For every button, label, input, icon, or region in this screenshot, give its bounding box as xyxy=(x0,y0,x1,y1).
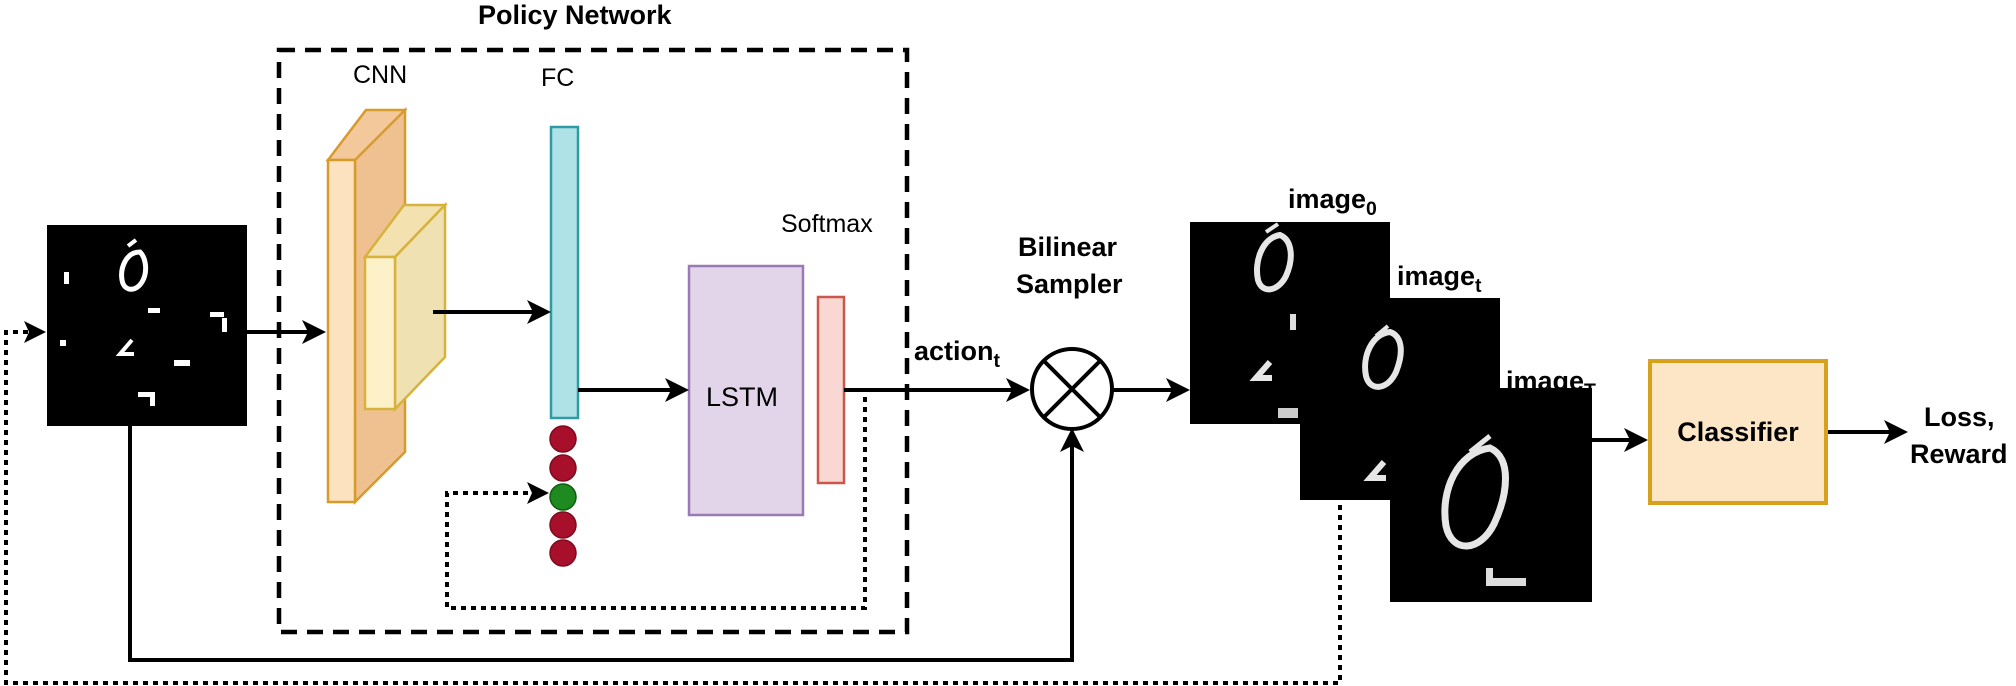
bilinear-sampler-label-line1: Bilinear xyxy=(1018,232,1118,262)
policy-network-boundary xyxy=(276,47,910,635)
cnn-label: CNN xyxy=(353,61,408,89)
dotted-feedback xyxy=(4,330,1342,685)
fc-layer xyxy=(549,125,580,420)
lstm-label: LSTM xyxy=(706,382,779,412)
image-0-label: image0 xyxy=(1288,184,1377,220)
fc-label: FC xyxy=(541,64,575,92)
bilinear-sampler-label-line2: Sampler xyxy=(1016,269,1123,299)
softmax-label: Softmax xyxy=(781,210,873,238)
classifier-label: Classifier xyxy=(1677,416,1799,447)
lstm-block xyxy=(687,264,805,517)
softmax-layer xyxy=(816,295,846,485)
image-T xyxy=(1390,388,1592,602)
fc-nodes xyxy=(549,425,577,567)
image-T-label: imageT xyxy=(1506,366,1596,402)
cnn-inner-block xyxy=(362,201,448,413)
reward-label: Reward xyxy=(1910,439,2008,469)
action-label: actiont xyxy=(914,336,1000,372)
multiply-circle-icon xyxy=(1030,347,1114,431)
loss-label: Loss, xyxy=(1924,402,1995,432)
dotted-arrowheads xyxy=(24,321,549,504)
policy-network-title: Policy Network xyxy=(478,0,672,30)
image-t-label: imaget xyxy=(1397,261,1482,297)
input-image xyxy=(47,225,247,426)
classifier-block: Classifier xyxy=(1648,359,1828,505)
arrows xyxy=(128,300,1908,662)
